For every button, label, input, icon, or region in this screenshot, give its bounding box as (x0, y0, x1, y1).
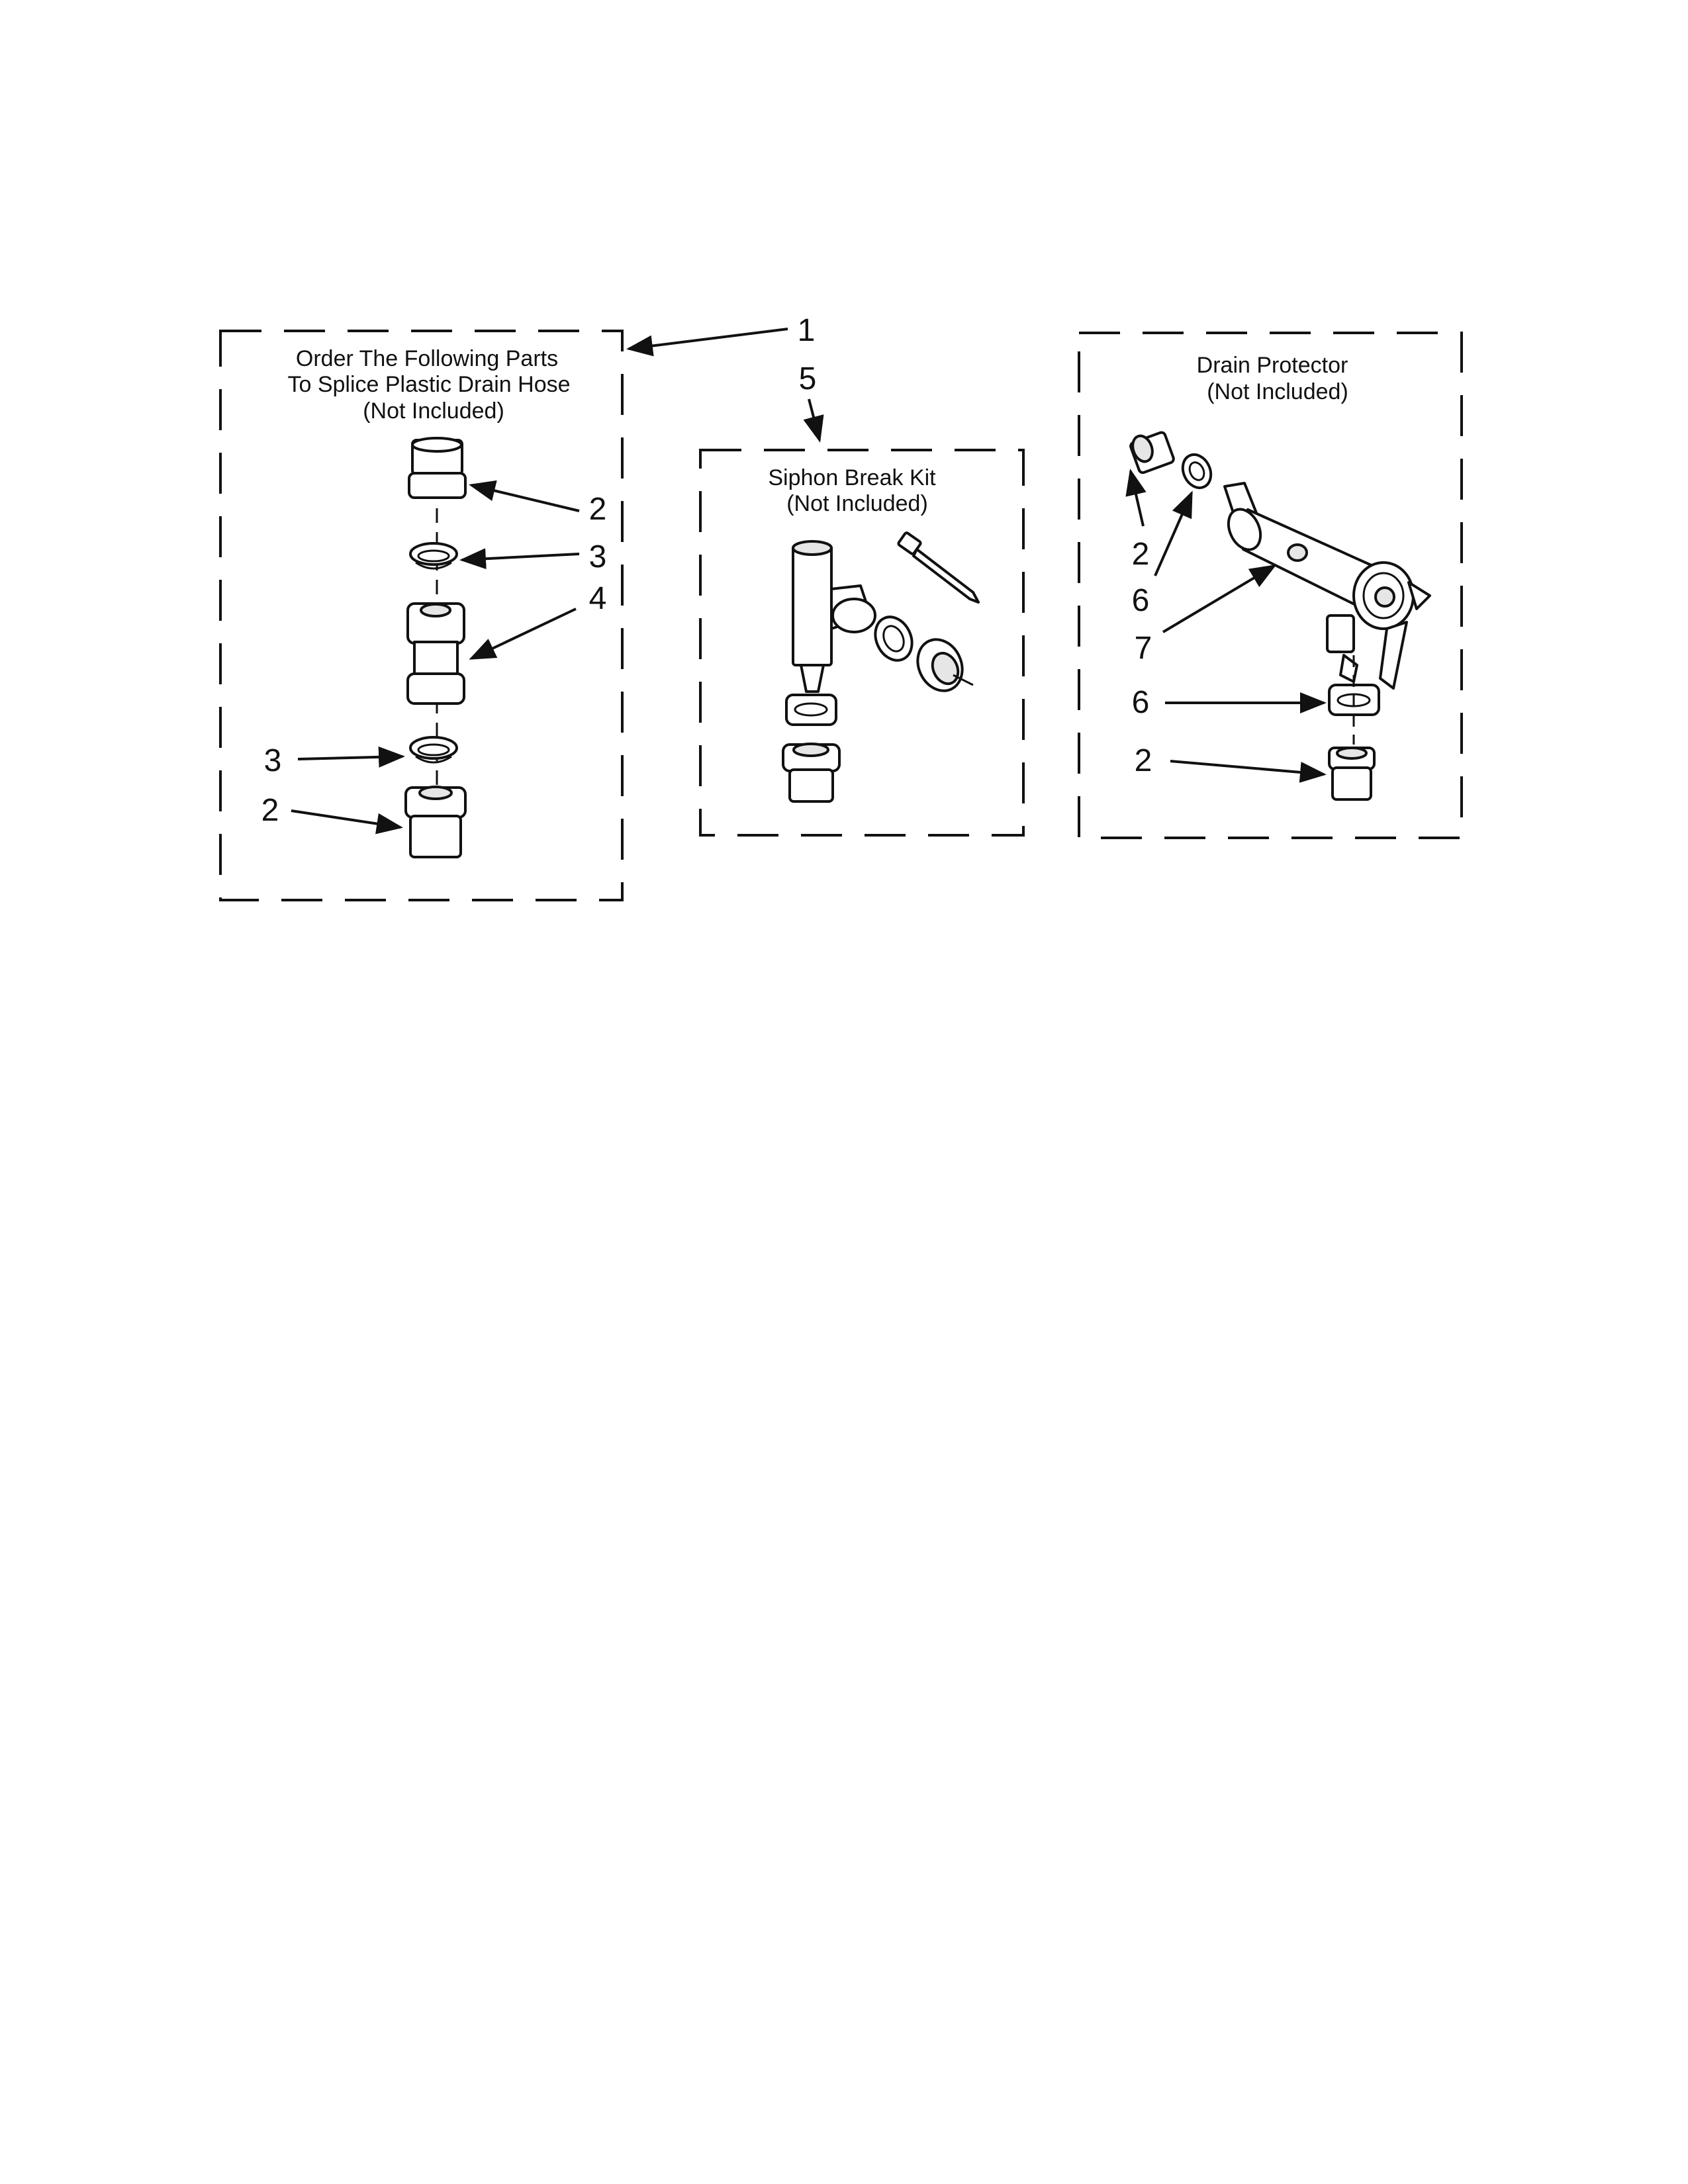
splice-panel-heading-line2: To Splice Plastic Drain Hose (287, 372, 570, 397)
callout-splice-bottom-3: 3 (264, 743, 282, 778)
drain-top-clamp (1181, 453, 1213, 490)
callout-splice-4: 4 (589, 581, 607, 616)
splice-panel-heading-line3: (Not Included) (363, 398, 504, 424)
drain-panel-frame (1078, 332, 1463, 839)
siphon-side-clamp (874, 615, 914, 662)
drain-protector-panel: Drain Protector (Not Included) (1078, 332, 1463, 839)
siphon-panel-frame (699, 449, 1025, 837)
splice-bottom-clamp (409, 736, 458, 764)
drain-top-sleeve (1129, 431, 1175, 475)
callout-drain-top-6: 6 (1132, 583, 1150, 618)
callout-splice-top-3: 3 (589, 539, 607, 574)
splice-top-sleeve (408, 437, 467, 499)
siphon-side-sleeve (916, 638, 974, 692)
leader-splice-bottom-2 (291, 809, 403, 835)
splice-panel-heading-line1: Order The Following Parts (296, 346, 558, 371)
siphon-panel-heading-line1: Siphon Break Kit (768, 465, 936, 490)
leader-1 (626, 328, 788, 357)
callout-drain-bottom-2: 2 (1135, 743, 1152, 778)
siphon-panel-heading-line2: (Not Included) (786, 491, 928, 516)
leader-splice-top-3 (459, 548, 580, 570)
leader-splice-4 (469, 608, 577, 660)
callout-drain-7: 7 (1135, 631, 1152, 666)
leader-drain-top-6 (1154, 490, 1193, 576)
drain-protector-body (1223, 482, 1431, 690)
drain-bottom-sleeve (1328, 747, 1376, 801)
leader-5 (803, 398, 824, 443)
splice-parts-panel: Order The Following Parts To Splice Plas… (219, 313, 816, 901)
callout-splice-bottom-2: 2 (261, 793, 279, 828)
splice-bottom-sleeve (404, 786, 467, 858)
siphon-tee (792, 540, 876, 693)
callout-5: 5 (799, 361, 817, 396)
leader-drain-top-2 (1125, 469, 1147, 527)
leader-drain-bottom-2 (1170, 760, 1327, 783)
callout-drain-bottom-6: 6 (1132, 685, 1150, 720)
siphon-lower-clamp (785, 694, 837, 726)
splice-panel-frame (219, 330, 624, 901)
splice-top-clamp (409, 542, 458, 570)
siphon-lower-sleeve (782, 743, 841, 803)
callout-drain-top-2: 2 (1132, 537, 1150, 572)
leader-drain-7 (1162, 564, 1277, 633)
siphon-break-kit-panel: Siphon Break Kit (Not Included) 5 (699, 361, 1025, 837)
callout-1: 1 (798, 313, 816, 348)
leader-splice-bottom-3 (297, 746, 405, 768)
drain-panel-heading-line1: Drain Protector (1197, 353, 1348, 378)
leader-splice-top-2 (469, 480, 580, 512)
splice-connector (406, 602, 465, 705)
siphon-cable-tie (897, 531, 980, 604)
callout-splice-top-2: 2 (589, 492, 607, 527)
drain-panel-heading-line2: (Not Included) (1207, 379, 1348, 404)
